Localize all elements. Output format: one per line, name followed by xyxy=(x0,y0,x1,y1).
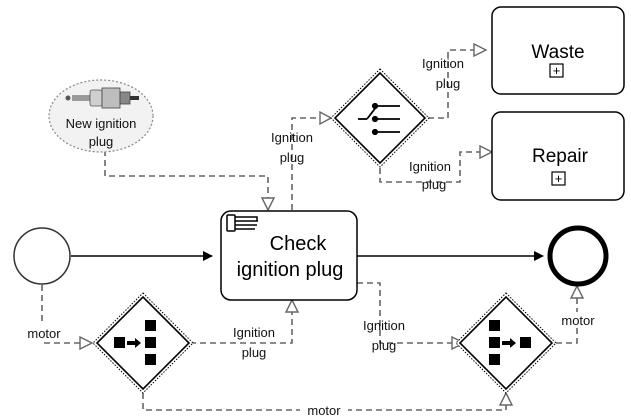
gateway-assemble[interactable] xyxy=(455,292,557,394)
arrow-head xyxy=(284,298,300,313)
many-to-one-icon xyxy=(489,320,531,365)
repair-label: Repair xyxy=(532,146,589,167)
one-to-many-icon xyxy=(114,320,156,365)
data-object-label-line1: New ignition xyxy=(66,116,137,131)
task-check-ignition-plug[interactable]: Check ignition plug xyxy=(220,210,358,301)
edge-label-waste-line1: Ignition xyxy=(422,56,464,71)
edge-label-assemble-line2: plug xyxy=(372,338,397,353)
split-switch-icon xyxy=(358,102,400,136)
end-event[interactable] xyxy=(547,225,609,287)
flow-task-to-split xyxy=(291,117,322,210)
manual-hand-icon xyxy=(226,214,258,232)
gateway-disassemble[interactable] xyxy=(92,292,194,394)
flow-split-to-waste xyxy=(428,49,474,119)
data-object-label-line2: plug xyxy=(89,134,114,149)
flow-motor-bottom xyxy=(142,393,507,411)
start-event[interactable] xyxy=(13,227,71,285)
flow-new-plug-to-task xyxy=(104,150,269,200)
arrow-head xyxy=(79,335,94,351)
arrow-head xyxy=(498,391,514,406)
flow-split-to-repair xyxy=(379,151,480,183)
arrow-head xyxy=(569,284,585,299)
waste-marker: + xyxy=(553,63,561,78)
edge-label-waste-line2: plug xyxy=(436,76,461,91)
edge-label-assemble-line1: Ignition xyxy=(363,318,405,333)
arrow-head xyxy=(479,144,494,160)
arrow-head xyxy=(260,197,276,212)
expand-marker-icon[interactable] xyxy=(549,63,564,78)
edge-label-motor-right: motor xyxy=(561,313,595,328)
label-backdrop xyxy=(556,312,600,328)
flow-task-to-assemble xyxy=(357,282,452,344)
edge-label-disassemble-line1: Ignition xyxy=(233,325,275,340)
edge-label-task-flow-line2: plug xyxy=(280,150,305,165)
spark-plug-icon xyxy=(65,87,139,109)
label-backdrop xyxy=(300,403,348,419)
edge-label-motor-left: motor xyxy=(27,326,61,341)
edge-label-task-flow-line1: Ignition xyxy=(271,130,313,145)
label-backdrop xyxy=(22,325,66,341)
flow-start-to-disassemble xyxy=(41,285,80,344)
arrow-head xyxy=(319,110,333,126)
waste-label: Waste xyxy=(531,42,584,63)
expand-marker-icon[interactable] xyxy=(551,171,566,186)
task-title-line1: Check xyxy=(270,233,328,255)
edge-label-repair-line1: Ignition xyxy=(409,159,451,174)
repair-marker: + xyxy=(555,171,563,186)
subprocess-waste[interactable]: Waste + xyxy=(491,6,625,95)
edge-label-motor-bottom: motor xyxy=(307,403,341,418)
gateway-split[interactable] xyxy=(330,68,430,168)
edge-label-disassemble-line2: plug xyxy=(242,345,267,360)
arrow-head xyxy=(473,42,488,58)
task-title-line2: ignition plug xyxy=(237,259,344,281)
data-object-new-ignition-plug[interactable]: New ignition plug xyxy=(48,79,154,153)
edge-label-repair-line2: plug xyxy=(422,177,447,192)
flow-disassemble-to-task xyxy=(190,312,293,344)
subprocess-repair[interactable]: Repair + xyxy=(491,111,625,201)
